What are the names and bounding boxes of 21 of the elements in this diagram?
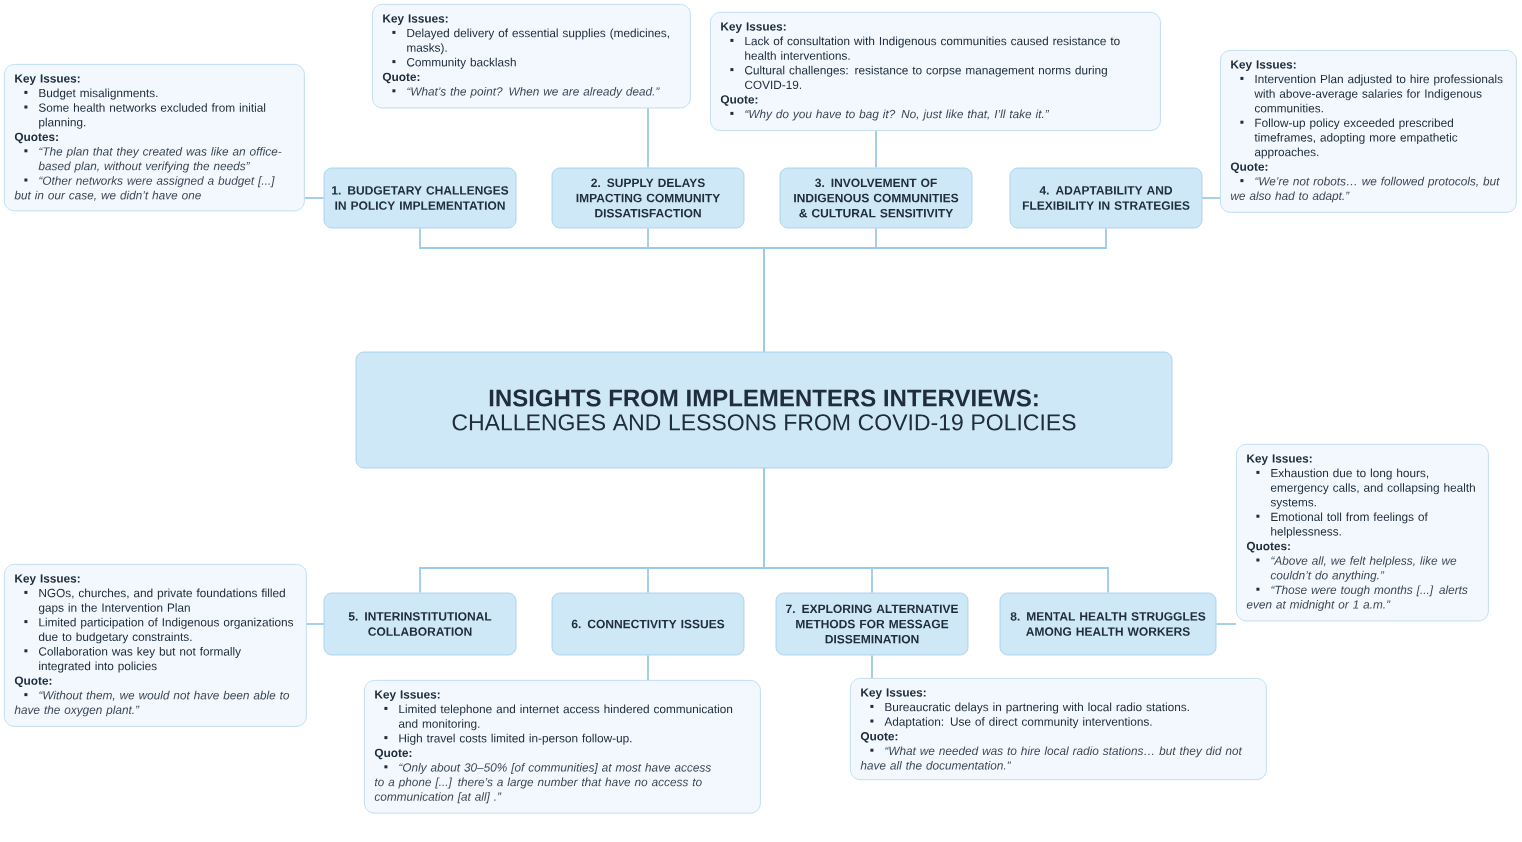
central-subtitle: CHALLENGES AND LESSONS FROM COVID-19 POLICIES	[452, 414, 1076, 431]
info-card	[1236, 444, 1489, 622]
connector-line	[647, 107, 649, 169]
info-card	[364, 680, 761, 814]
info-card	[1220, 50, 1517, 213]
connector-line	[763, 467, 1109, 594]
connector-line	[647, 654, 649, 681]
info-card	[850, 678, 1267, 781]
connector-line	[305, 623, 325, 625]
central-title: INSIGHTS FROM IMPLEMENTERS INTERVIEWS:	[489, 389, 1038, 407]
connector-line	[871, 654, 873, 679]
info-card	[4, 64, 305, 212]
central-box	[355, 351, 1173, 469]
connector-line	[1215, 623, 1237, 625]
info-card	[4, 564, 307, 727]
info-card	[372, 4, 691, 109]
connector-line	[763, 227, 1107, 353]
connector-line	[1201, 197, 1221, 199]
info-card	[710, 12, 1161, 131]
connector-line	[303, 197, 325, 199]
connector-line	[875, 130, 877, 169]
